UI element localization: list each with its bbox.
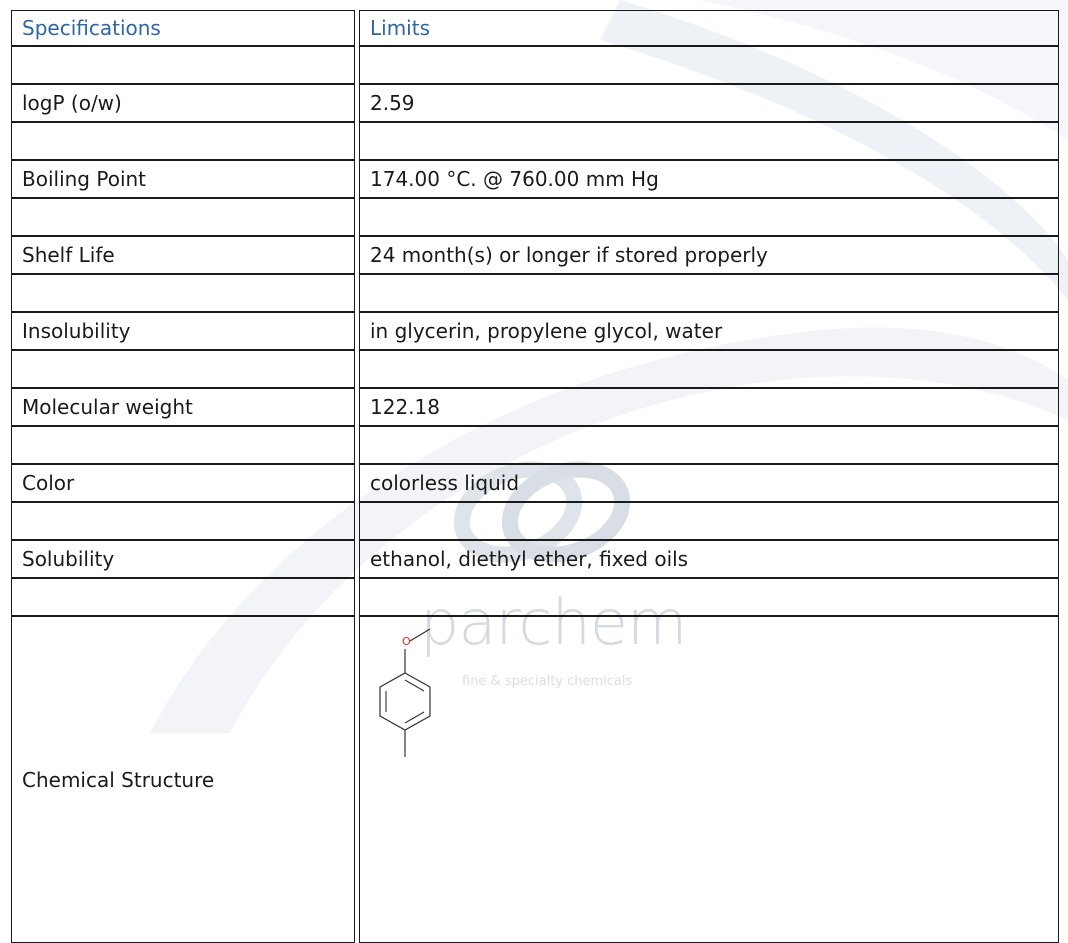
limit-cell: 2.59	[359, 84, 1059, 122]
chemical-structure-diagram: O	[379, 628, 431, 757]
specifications-table: Specifications Limits logP (o/w) 2.59 Bo…	[7, 10, 1063, 943]
limit-cell: in glycerin, propylene glycol, water	[359, 312, 1059, 350]
limit-cell: colorless liquid	[359, 464, 1059, 502]
spec-cell: logP (o/w)	[11, 84, 355, 122]
table-header-row: Specifications Limits	[11, 10, 1059, 46]
limit-cell: 24 month(s) or longer if stored properly	[359, 236, 1059, 274]
spec-cell: Chemical Structure	[11, 616, 355, 943]
limit-cell: ethanol, diethyl ether, fixed oils	[359, 540, 1059, 578]
background-swoosh	[150, 0, 1068, 733]
spec-cell: Insolubility	[11, 312, 355, 350]
spec-cell: Boiling Point	[11, 160, 355, 198]
table-row-chemical-structure: Chemical Structure O	[11, 616, 1059, 943]
spec-cell: Color	[11, 464, 355, 502]
oxygen-atom-label: O	[402, 635, 411, 648]
table-row: Boiling Point 174.00 °C. @ 760.00 mm Hg	[11, 160, 1059, 198]
table-row: Color colorless liquid	[11, 464, 1059, 502]
table-row: Insolubility in glycerin, propylene glyc…	[11, 312, 1059, 350]
table-row: Solubility ethanol, diethyl ether, fixed…	[11, 540, 1059, 578]
table-row: Shelf Life 24 month(s) or longer if stor…	[11, 236, 1059, 274]
spec-cell: Solubility	[11, 540, 355, 578]
limit-cell: 174.00 °C. @ 760.00 mm Hg	[359, 160, 1059, 198]
header-specifications: Specifications	[11, 10, 355, 46]
spec-cell: Shelf Life	[11, 236, 355, 274]
structure-cell: O	[359, 616, 1059, 943]
limit-cell: 122.18	[359, 388, 1059, 426]
table-row: logP (o/w) 2.59	[11, 84, 1059, 122]
table-row: Molecular weight 122.18	[11, 388, 1059, 426]
header-limits: Limits	[359, 10, 1059, 46]
spec-cell: Molecular weight	[11, 388, 355, 426]
